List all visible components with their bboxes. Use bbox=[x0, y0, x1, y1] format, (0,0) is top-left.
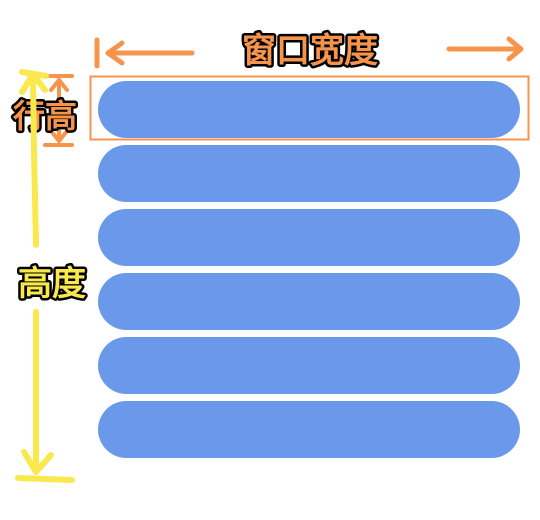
height-bottom-tick bbox=[15, 475, 75, 483]
list-row bbox=[98, 81, 520, 138]
height-label: 高度 bbox=[18, 264, 86, 304]
left-arrow-head bbox=[105, 40, 125, 66]
row-highlight-frame bbox=[89, 75, 530, 141]
list-row bbox=[98, 209, 520, 266]
height-arrow bbox=[15, 69, 75, 483]
height-down-head bbox=[21, 449, 54, 475]
right-arrow-head bbox=[506, 36, 524, 62]
list-row bbox=[98, 273, 520, 330]
list-row bbox=[98, 337, 520, 394]
row-height-down-head bbox=[49, 129, 69, 143]
list-row bbox=[98, 401, 520, 458]
row-height-up-head bbox=[49, 78, 69, 92]
list-rows bbox=[98, 81, 520, 465]
row-height-arrow bbox=[43, 74, 74, 147]
list-row bbox=[98, 145, 520, 202]
row-height-label: 行高 bbox=[13, 97, 77, 135]
window-width-arrow bbox=[94, 36, 524, 69]
window-width-label: 窗口宽度 bbox=[242, 31, 378, 71]
height-upper-shaft bbox=[30, 73, 39, 248]
